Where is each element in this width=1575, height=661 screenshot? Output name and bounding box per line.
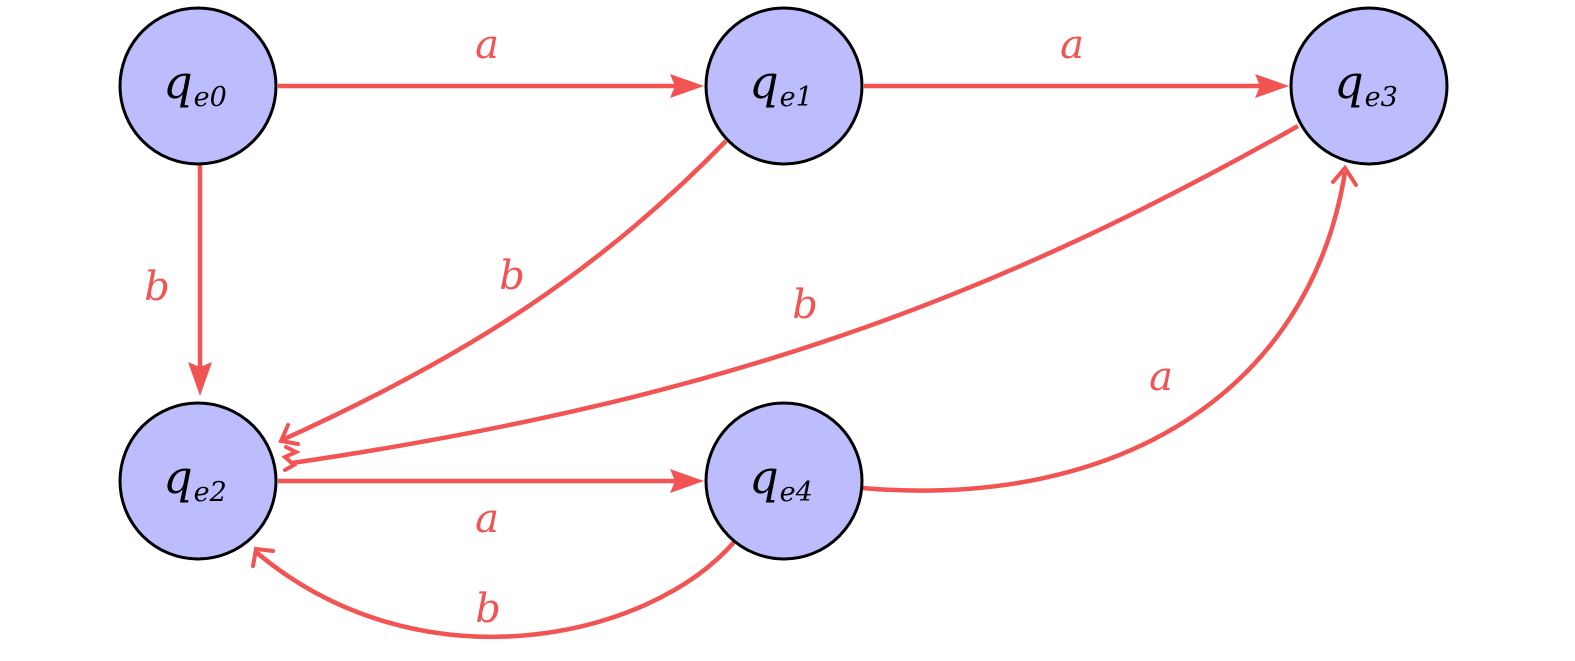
edge-qe3-qe2 bbox=[291, 124, 1300, 466]
state-qe2-main: q bbox=[163, 450, 192, 504]
label-qe0-qe1: a bbox=[475, 22, 499, 68]
state-qe4-main: q bbox=[749, 450, 778, 504]
label-qe0-qe2: b bbox=[144, 264, 170, 310]
arrowhead-qe0-qe1 bbox=[670, 74, 704, 98]
state-qe2: qe2 bbox=[118, 401, 278, 561]
svg-text:qe4: qe4 bbox=[749, 450, 813, 508]
arrowhead-qe3-qe2 bbox=[281, 445, 301, 472]
state-qe3-main: q bbox=[1334, 55, 1363, 109]
arrowhead-qe4-qe2 bbox=[251, 546, 275, 568]
svg-text:qe0: qe0 bbox=[163, 55, 227, 113]
state-qe3: qe3 bbox=[1289, 6, 1449, 166]
label-qe2-qe4: a bbox=[475, 496, 499, 542]
state-qe3-sub: e3 bbox=[1365, 82, 1398, 113]
svg-text:qe3: qe3 bbox=[1334, 55, 1398, 113]
state-qe1-main: q bbox=[749, 55, 778, 109]
label-qe3-qe2: b bbox=[792, 282, 818, 328]
label-qe1-qe3: a bbox=[1060, 22, 1084, 68]
label-qe1-qe2: b bbox=[499, 253, 525, 299]
label-qe4-qe3: a bbox=[1149, 354, 1173, 400]
edge-qe1-qe2 bbox=[281, 139, 728, 443]
edge-qe4-qe3 bbox=[861, 171, 1348, 493]
state-qe4: qe4 bbox=[704, 401, 864, 561]
state-qe1: qe1 bbox=[704, 6, 864, 166]
arrowhead-qe4-qe3 bbox=[1331, 164, 1358, 187]
svg-text:qe1: qe1 bbox=[749, 55, 813, 113]
label-qe4-qe2: b bbox=[475, 586, 501, 632]
svg-text:qe2: qe2 bbox=[163, 450, 227, 508]
arrowhead-qe1-qe3 bbox=[1255, 74, 1289, 98]
state-qe2-sub: e2 bbox=[194, 477, 227, 508]
arrowhead-qe0-qe2 bbox=[188, 362, 212, 396]
edge-qe4-qe2 bbox=[254, 539, 737, 640]
state-qe0-main: q bbox=[163, 55, 192, 109]
arrowhead-qe1-qe2 bbox=[278, 423, 300, 446]
state-qe0-sub: e0 bbox=[194, 82, 227, 113]
arrowhead-qe2-qe4 bbox=[670, 469, 704, 493]
state-qe1-sub: e1 bbox=[780, 82, 813, 113]
state-qe4-sub: e4 bbox=[780, 477, 813, 508]
state-qe0: qe0 bbox=[118, 6, 278, 166]
